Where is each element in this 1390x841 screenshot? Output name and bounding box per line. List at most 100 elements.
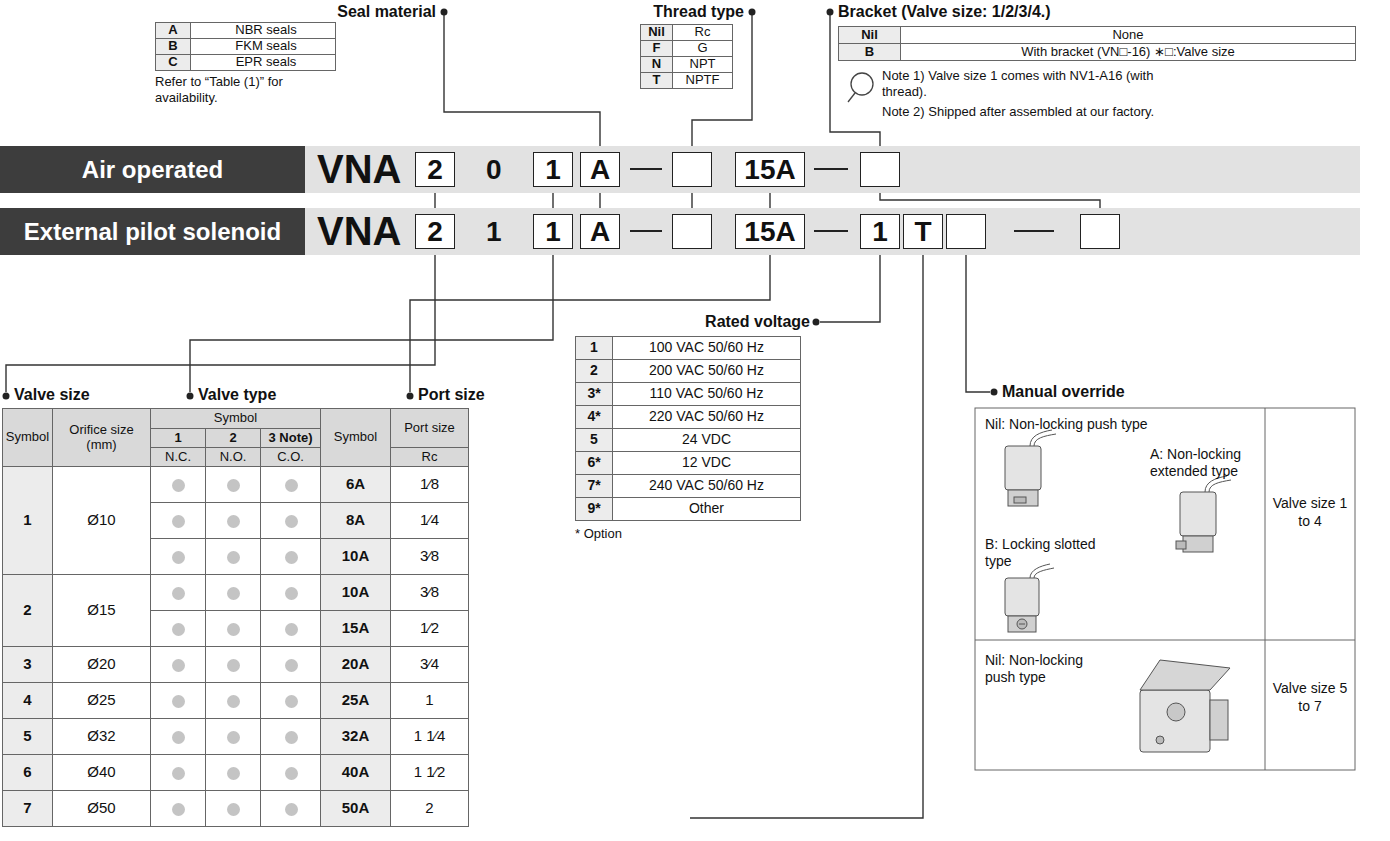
table-cell: NPT [672, 56, 733, 73]
dot-cell [205, 610, 261, 647]
table-heading: Valve size [14, 386, 90, 404]
table-cell: Nil [838, 26, 901, 44]
code-box: 2 [415, 214, 455, 249]
code-dash [814, 168, 848, 170]
option-text: B: Locking slotted type [985, 536, 1115, 570]
code-text: T [914, 216, 931, 248]
table-cell: 3* [575, 382, 613, 406]
table-cell: 15A [320, 610, 391, 647]
availability-dot [172, 587, 185, 600]
magnifier-icon [848, 73, 873, 102]
model-code-band: VNA121A15A1T [305, 208, 1360, 255]
availability-dot [285, 623, 298, 636]
code-dash [630, 230, 662, 232]
series-code: VNA [317, 146, 401, 193]
blank-code-box [672, 152, 712, 187]
dot-cell [260, 718, 321, 755]
table-heading: Bracket (Valve size: 1/2/3/4.) [838, 3, 1051, 21]
blank-code-box [672, 214, 712, 249]
code-dash [630, 168, 662, 170]
dot-cell [150, 754, 206, 791]
leader-line [820, 252, 880, 322]
table-cell: Ø15 [52, 574, 151, 647]
code-box: A [580, 152, 620, 187]
table-cell: 200 VAC 50/60 Hz [612, 359, 801, 383]
code-box: T [903, 214, 943, 249]
blank-code-box [860, 152, 900, 187]
category-band: Air operated [0, 146, 305, 193]
table-cell: 20A [320, 646, 391, 683]
code-text: 15A [744, 154, 795, 186]
solenoid-illustration [1140, 660, 1230, 752]
dot-cell [260, 466, 321, 503]
table-cell: 40A [320, 754, 391, 791]
dot-cell [150, 718, 206, 755]
table-cell: B [155, 38, 191, 55]
leader-line [6, 252, 435, 392]
dot-cell [260, 502, 321, 539]
table-heading: Rated voltage [640, 313, 810, 331]
table-cell: 3⁄8 [390, 538, 469, 575]
table-heading: Port size [418, 386, 485, 404]
solenoid-illustration [1005, 430, 1056, 506]
table-cell: Rc [390, 447, 469, 467]
table-cell: Nil [640, 24, 673, 41]
leader-dot [749, 9, 756, 16]
option-text: Valve size 1 to 4 [1272, 495, 1348, 530]
table-cell: N.C. [150, 447, 206, 467]
code-text: 2 [427, 216, 443, 248]
table-cell: 9* [575, 497, 613, 521]
table-cell: 5 [2, 718, 53, 755]
table-cell: 240 VAC 50/60 Hz [612, 474, 801, 498]
dot-cell [205, 646, 261, 683]
availability-dot [172, 767, 185, 780]
series-code: VNA [317, 208, 401, 255]
table-cell: Ø25 [52, 682, 151, 719]
availability-dot [227, 767, 240, 780]
leader-dot [3, 393, 10, 400]
table-cell: 220 VAC 50/60 Hz [612, 405, 801, 429]
leader-dot [813, 319, 820, 326]
availability-dot [172, 659, 185, 672]
table-cell: Port size [390, 408, 469, 448]
dot-cell [150, 682, 206, 719]
table-cell: Ø10 [52, 466, 151, 575]
dot-cell [205, 574, 261, 611]
band-title: Air operated [82, 156, 223, 184]
table-cell: 1 [150, 428, 206, 448]
availability-dot [285, 695, 298, 708]
availability-dot [227, 695, 240, 708]
table-cell: 10A [320, 574, 391, 611]
availability-dot [285, 803, 298, 816]
dot-cell [205, 466, 261, 503]
table-cell: B [838, 43, 901, 61]
table-cell: 2 [575, 359, 613, 383]
availability-dot [172, 695, 185, 708]
dot-cell [150, 646, 206, 683]
table-cell: EPR seals [190, 54, 336, 71]
code-dash [1014, 230, 1054, 232]
table-cell: None [900, 26, 1356, 44]
solenoid-illustration [1176, 476, 1231, 552]
dot-cell [260, 682, 321, 719]
table-cell: 3 [2, 646, 53, 683]
table-cell: Ø32 [52, 718, 151, 755]
availability-dot [227, 479, 240, 492]
dot-cell [260, 610, 321, 647]
code-text: 1 [545, 216, 561, 248]
table-cell: T [640, 72, 673, 89]
table-cell: Rc [672, 24, 733, 41]
availability-dot [172, 731, 185, 744]
dot-cell [150, 502, 206, 539]
table-cell: NBR seals [190, 22, 336, 39]
availability-dot [227, 587, 240, 600]
availability-dot [227, 551, 240, 564]
availability-dot [172, 479, 185, 492]
dot-cell [260, 790, 321, 827]
table-heading: Valve type [198, 386, 276, 404]
table-cell: F [640, 40, 673, 57]
table-cell: 1⁄2 [390, 610, 469, 647]
option-text: Nil: Non-locking push type [985, 416, 1185, 432]
table-cell: 4 [2, 682, 53, 719]
leader-dot [441, 9, 448, 16]
